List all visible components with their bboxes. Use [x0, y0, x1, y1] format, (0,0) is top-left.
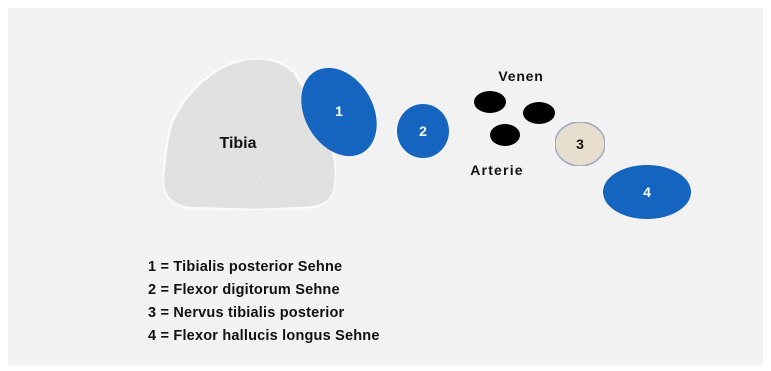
vein-3 [490, 124, 520, 146]
structure-number-4: 4 [643, 184, 651, 200]
legend-item-2: 2 = Flexor digitorum Sehne [148, 282, 340, 298]
structure-number-1: 1 [335, 103, 343, 119]
tendon-4-flexor-hallucis-longus [603, 165, 691, 219]
tendon-1-tibialis-posterior [301, 67, 377, 157]
nerve-3-tibialis-posterior [554, 121, 606, 167]
tibia-label: Tibia [219, 135, 256, 152]
structure-number-3: 3 [576, 136, 584, 152]
artery-label: Arterie [470, 162, 524, 178]
vein-1 [474, 91, 506, 113]
tibia-bone [161, 57, 338, 212]
legend-item-1: 1 = Tibialis posterior Sehne [148, 259, 343, 275]
veins-label: Venen [498, 68, 543, 84]
legend-item-3: 3 = Nervus tibialis posterior [148, 305, 345, 321]
legend: 1 = Tibialis posterior Sehne 2 = Flexor … [148, 256, 380, 348]
legend-item-4: 4 = Flexor hallucis longus Sehne [148, 328, 380, 344]
tendon-2-flexor-digitorum [397, 104, 449, 158]
structure-number-2: 2 [419, 123, 427, 139]
vein-2 [523, 102, 555, 124]
